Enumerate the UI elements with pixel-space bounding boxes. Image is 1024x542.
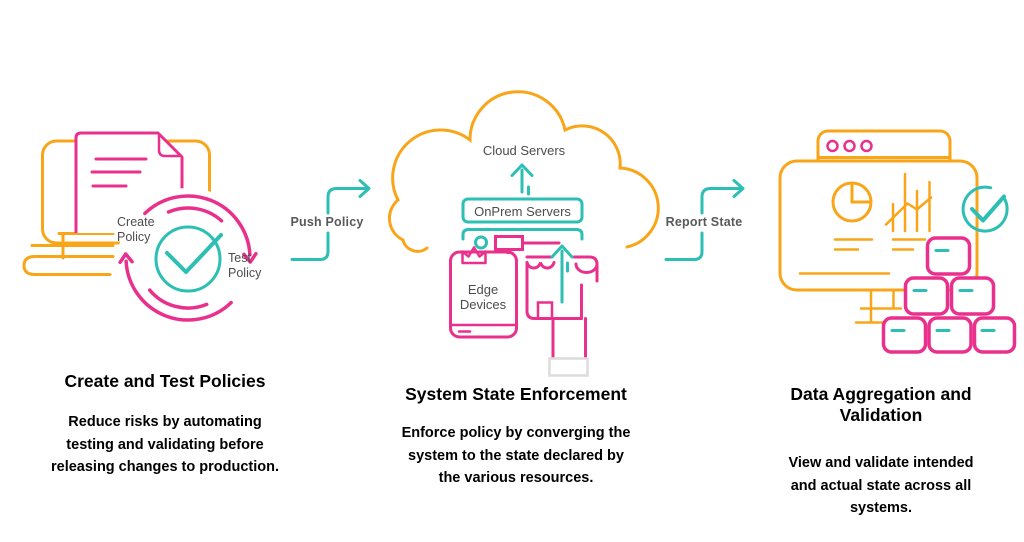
create-policy-label: Create Policy <box>117 215 155 244</box>
dashboard-text-lines <box>833 238 927 251</box>
cloud-icon <box>387 90 660 253</box>
onprem-servers-label: OnPrem Servers <box>474 204 571 219</box>
store-up-arrow-icon <box>550 244 574 304</box>
stacked-blocks-icon <box>881 236 1017 354</box>
stage2-text-block: System State Enforcement Enforce policy … <box>386 384 646 490</box>
stage1-description: Reduce risks by automating testing and v… <box>50 414 279 475</box>
onprem-servers-box <box>461 197 584 241</box>
stage2-description: Enforce policy by converging the system … <box>401 425 631 486</box>
stage3-heading: Data Aggregation and Validation <box>790 384 972 425</box>
report-state-arrow <box>664 179 745 261</box>
cycle-arrows-icon <box>118 194 258 322</box>
stage2-heading: System State Enforcement <box>405 384 627 404</box>
stage1-heading: Create and Test Policies <box>64 371 266 391</box>
push-policy-arrow <box>290 179 371 261</box>
storefront-icon <box>525 255 599 360</box>
cloud-servers-label: Cloud Servers <box>482 143 566 158</box>
bar-chart-icon <box>884 172 933 233</box>
mask-rectangle <box>548 357 589 377</box>
edge-device-phone-icon <box>449 235 561 339</box>
report-state-label: Report State <box>665 215 743 229</box>
check-circle-icon <box>961 185 1009 233</box>
edge-devices-label: Edge Devices <box>459 282 507 312</box>
cloud-up-arrow-icon <box>510 163 534 196</box>
test-policy-label: Test Policy <box>228 251 262 280</box>
monitor-stand <box>854 288 903 324</box>
stage3-description: View and validate intended and actual st… <box>788 455 974 516</box>
pie-chart-icon <box>831 181 873 223</box>
stage1-text-block: Create and Test Policies Reduce risks by… <box>35 371 295 479</box>
checkmark-icon <box>154 225 223 293</box>
stage3-text-block: Data Aggregation and Validation View and… <box>751 384 1011 520</box>
push-policy-label: Push Policy <box>290 215 364 229</box>
